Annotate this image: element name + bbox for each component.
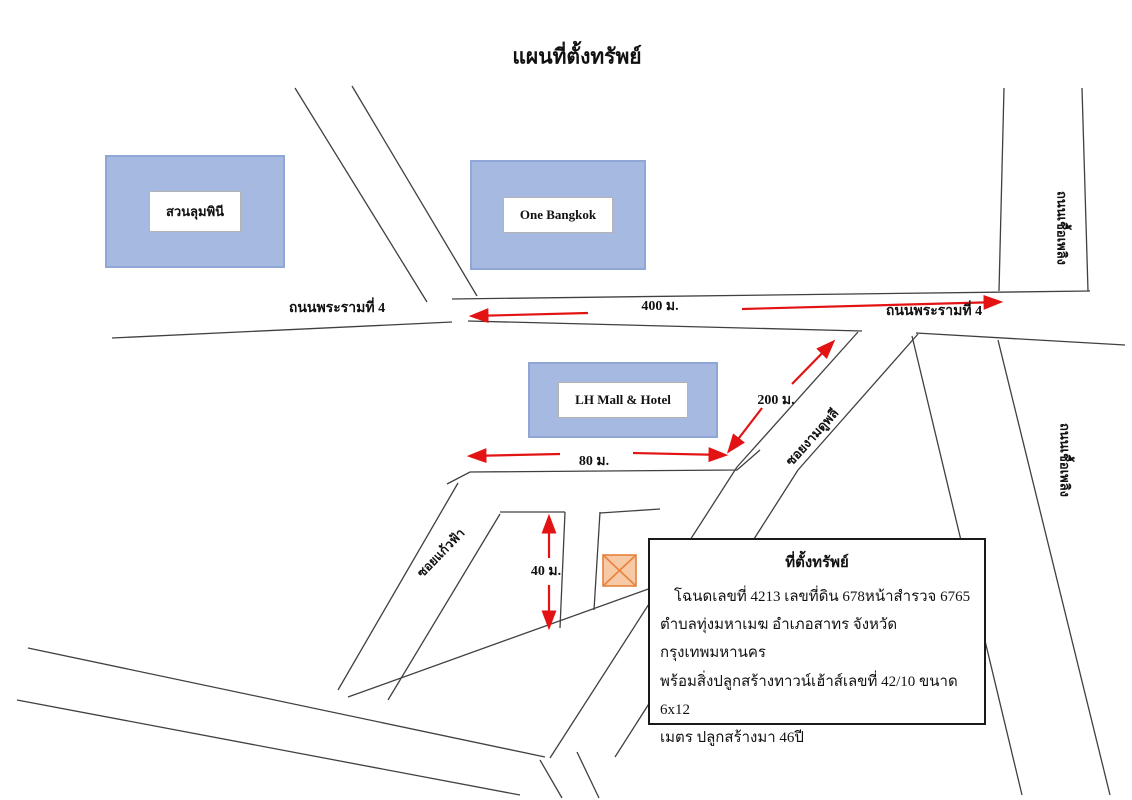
arrow-400m-left	[468, 308, 589, 324]
road-label-chuea-phloeng-upper: ถนนเชื้อเพลิง	[1054, 190, 1070, 266]
info-box-heading: ที่ตั้งทรัพย์	[785, 555, 849, 571]
info-line-deed: โฉนดเลขที่ 4213 เลขที่ดิน 678หน้าสำรวจ 6…	[674, 589, 971, 605]
distance-label-80m: 80 ม.	[578, 454, 610, 469]
info-line-age: เมตร ปลูกสร้างมา 46ปี	[660, 729, 804, 746]
arrow-80m-right	[632, 447, 729, 463]
building-one-bangkok-label: One Bangkok	[502, 197, 614, 233]
distance-label-200m: 200 ม.	[757, 393, 795, 408]
x-marked-box-icon	[602, 554, 637, 587]
property-marker	[602, 554, 637, 587]
building-lumpini-label: สวนลุมพินี	[148, 191, 242, 232]
building-one-bangkok: One Bangkok	[470, 160, 646, 270]
arrow-200m-down	[726, 407, 763, 454]
building-lh-mall-hotel: LH Mall & Hotel	[528, 362, 718, 438]
info-line-district: ตำบลทุ่งมหาเมฆ อำเภอสาทร จังหวัดกรุงเทพม…	[660, 617, 898, 662]
building-lh-mall-label: LH Mall & Hotel	[558, 382, 688, 418]
distance-arrows	[466, 294, 1004, 631]
building-lumpini-park: สวนลุมพินี	[105, 155, 285, 268]
property-info-box: ที่ตั้งทรัพย์ โฉนดเลขที่ 4213 เลขที่ดิน …	[648, 538, 986, 746]
road-label-rama4-left: ถนนพระรามที่ 4	[288, 301, 386, 316]
arrow-200m-up	[791, 339, 836, 385]
road-label-rama4-right: ถนนพระรามที่ 4	[885, 304, 983, 319]
distance-label-400m: 400 ม.	[641, 299, 679, 314]
arrow-80m-left	[466, 448, 561, 464]
distance-label-40m: 40 ม.	[530, 564, 562, 579]
info-line-building: พร้อมสิ่งปลูกสร้างทาวน์เฮ้าส์เลขที่ 42/1…	[660, 673, 958, 718]
map-title: แผนที่ตั้งทรัพย์	[512, 44, 642, 69]
arrow-400m-right	[741, 294, 1004, 311]
road-label-chuea-phloeng-lower: ถนนเชื้อเพลิง	[1057, 422, 1073, 498]
